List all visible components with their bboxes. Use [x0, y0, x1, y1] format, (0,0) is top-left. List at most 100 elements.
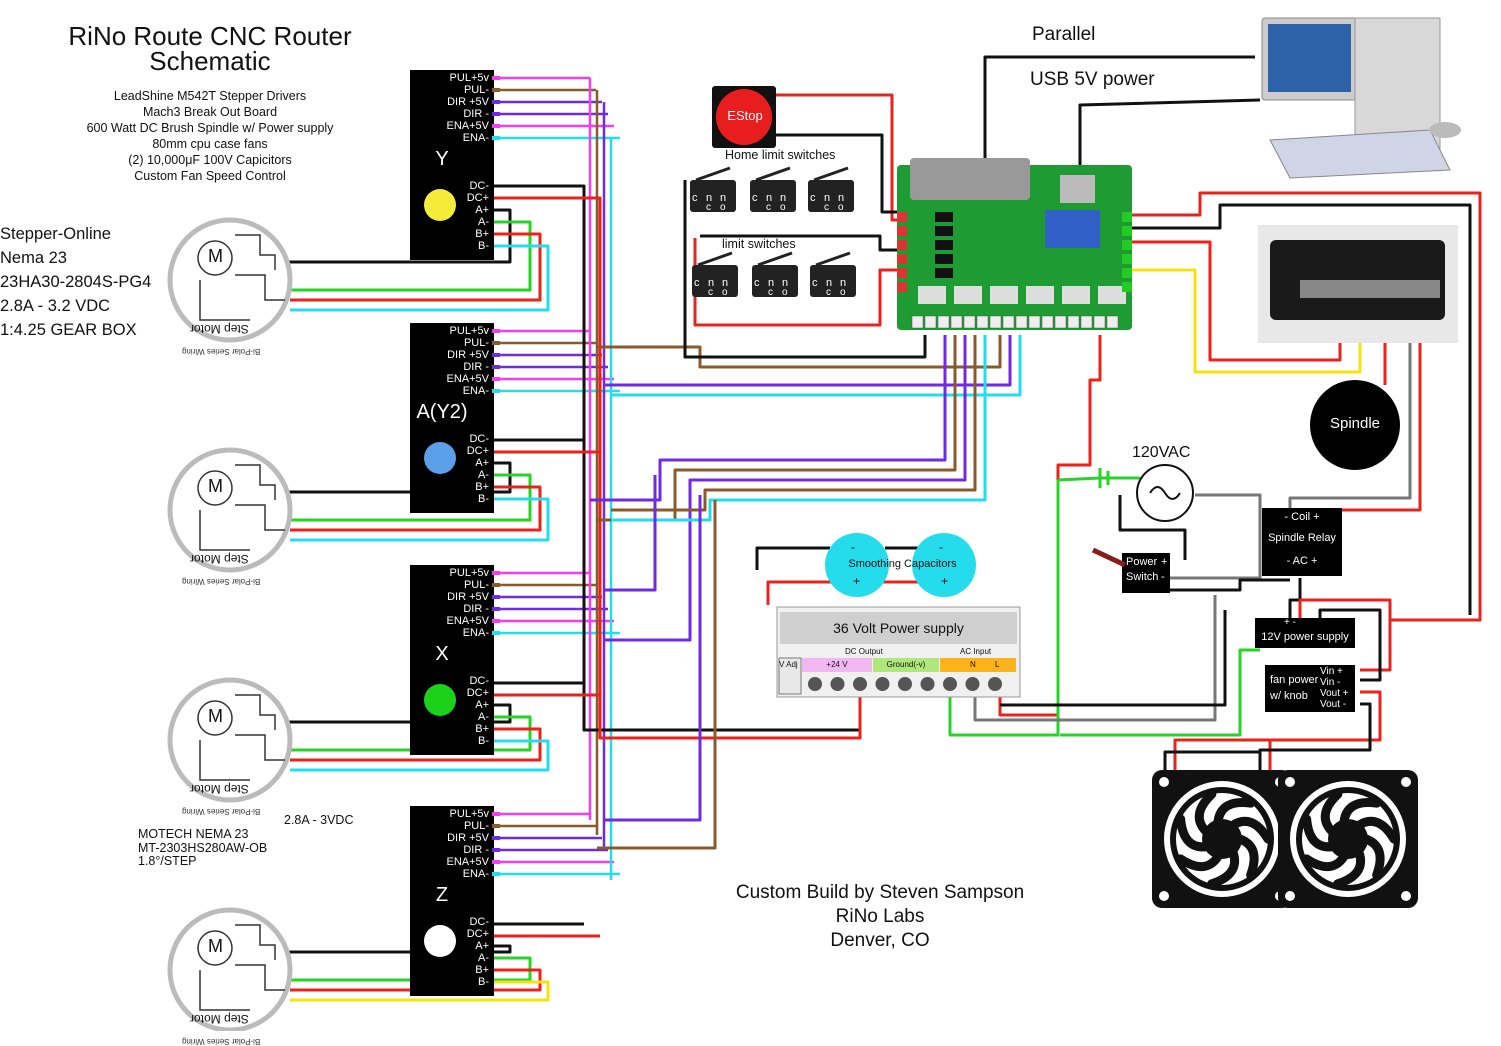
motor-symbol [197, 240, 233, 276]
fan-blade [1176, 814, 1211, 852]
fan-blade [1228, 816, 1273, 844]
ctrl-wire-cyan [611, 335, 1022, 397]
motor-symbol [197, 700, 233, 736]
screw-terminal [1067, 315, 1080, 329]
mouse [1429, 122, 1461, 138]
motor-info-line: 2.8A - 3.2 VDC [0, 297, 111, 315]
parallel-label: Parallel [1032, 24, 1096, 45]
fan-ctrl-label: w/ knob [1270, 690, 1308, 702]
driver-pin-label: PUL+5v [449, 325, 489, 337]
motor-sublabel: Bi-Polar Series Wiring [182, 577, 261, 586]
computer-tower [1354, 17, 1441, 151]
motor-label: Step Motor [190, 1012, 249, 1026]
power-switch-label: Power [1126, 556, 1158, 568]
fan-blade [1194, 789, 1217, 836]
driver-pin-label: A- [478, 469, 489, 481]
switch-pin: c [706, 202, 711, 213]
36v-ground-label: Ground(-v) [886, 660, 926, 669]
driver-pin-label: DC+ [466, 445, 489, 457]
driver-pin-label: A+ [475, 204, 489, 216]
ac-wire [1060, 648, 1260, 737]
fan-blade [1302, 852, 1349, 872]
driver-pin-label: PUL- [463, 820, 489, 832]
board-wire [1130, 240, 1342, 362]
switch-wire [700, 234, 905, 252]
motor-wire [285, 703, 512, 724]
limit-switch [752, 265, 798, 297]
psu-terminal-screw [920, 677, 935, 691]
ac-wire [973, 595, 1217, 722]
switch-pin: c [752, 192, 758, 204]
driver-name: X [435, 643, 449, 665]
screw-terminal [1106, 315, 1119, 329]
12v-pins: + - [1284, 617, 1296, 628]
psu-terminal-screw [898, 677, 912, 691]
capacitor-pin: + [853, 574, 861, 588]
optocoupler [990, 286, 1018, 304]
fan-hub [1328, 819, 1368, 859]
stepper-driver-y [410, 70, 494, 260]
switch-pin: c [826, 287, 831, 298]
screw-terminal [1002, 315, 1015, 329]
relay-chip [935, 254, 953, 264]
driver-pin-label: ENA- [462, 868, 489, 880]
motor-coil [199, 234, 285, 321]
driver-pin-label: DIR - [463, 603, 489, 615]
screw-terminal [950, 315, 963, 329]
side-terminal [1122, 240, 1132, 250]
limit-switch-lever [697, 251, 733, 267]
motor-symbol [197, 470, 233, 506]
driver-pin-label: DC- [469, 433, 489, 445]
fan-ctrl-pin: Vin - [1320, 677, 1341, 688]
screw-terminal [963, 315, 976, 329]
limit-switch [808, 180, 854, 212]
switch-pin: n [782, 277, 789, 289]
dc-minus-bus [494, 184, 860, 732]
ac-label: 120VAC [1132, 444, 1191, 461]
driver-pin-label: A+ [475, 457, 489, 469]
driver-pin-label: DC- [469, 675, 489, 687]
switch-pin: o [780, 202, 786, 213]
optocoupler [1098, 286, 1126, 304]
driver-pin-label: DC- [469, 916, 489, 928]
motor-wire [285, 461, 512, 494]
36v-ac-block [940, 658, 1016, 672]
driver-indicator-dot [424, 189, 456, 221]
spec-item: LeadShine M542T Stepper Drivers [113, 89, 307, 103]
driver-pin [492, 595, 500, 599]
driver-pin-label: B- [478, 240, 489, 252]
motech-line: MOTECH NEMA 23 [138, 827, 249, 841]
driver-pin [492, 353, 500, 357]
ctrl-wire-brown-4 [597, 500, 717, 850]
switch-pin: n [838, 192, 845, 204]
fan-blade [1235, 834, 1259, 880]
driver-pin-label: B+ [475, 481, 489, 493]
driver-pin [492, 607, 500, 611]
switch-pin: n [766, 192, 773, 204]
capacitor [912, 533, 976, 597]
fan-wire [1258, 702, 1372, 770]
driver-pin [492, 836, 500, 840]
driver-name: A(Y2) [416, 401, 468, 423]
driver-pin-label: DC+ [466, 928, 489, 940]
12v-label: 12V power supply [1261, 631, 1349, 643]
switch-pin: o [720, 202, 726, 213]
power-switch [1122, 553, 1170, 593]
optocoupler [954, 286, 982, 304]
usb-port [1060, 175, 1095, 203]
driver-pin-label: B+ [475, 964, 489, 976]
limit-switch [690, 180, 736, 212]
switch-pin: n [708, 277, 715, 289]
limit-switch-lever [757, 251, 793, 267]
motor-wire [290, 220, 532, 292]
side-terminal [1122, 226, 1132, 236]
monitor-screen [1268, 24, 1351, 92]
36v-title-bar [780, 612, 1017, 644]
motech-line: 1.8°/STEP [138, 854, 197, 868]
driver-pin-label: DIR +5V [447, 96, 489, 108]
power-switch-pin: + [1161, 556, 1168, 568]
fan-wire [1318, 608, 1382, 682]
side-terminal [1122, 254, 1132, 264]
switch-pin: n [722, 277, 729, 289]
driver-pin-label: B+ [475, 723, 489, 735]
